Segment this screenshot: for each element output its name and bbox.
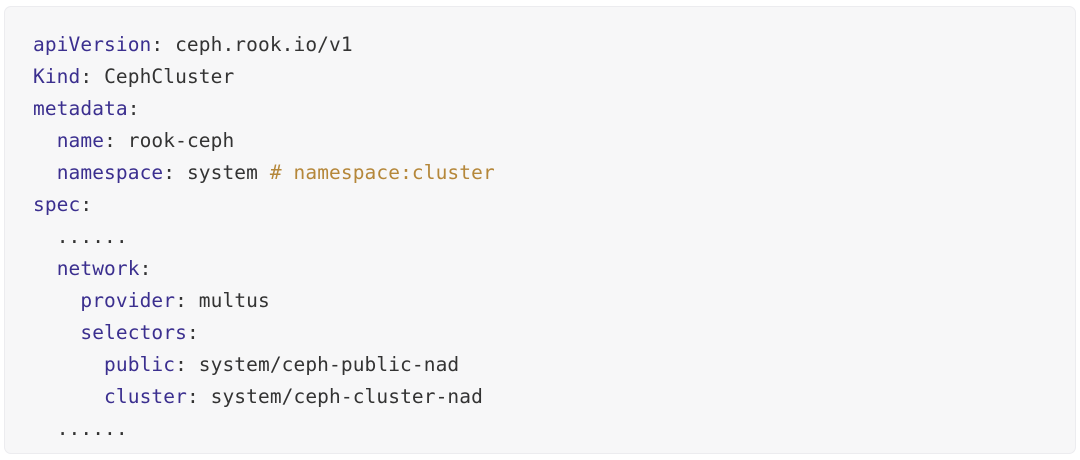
yaml-key: selectors: [80, 321, 187, 344]
code-line: Kind: CephCluster: [33, 61, 1075, 93]
yaml-key: metadata: [33, 97, 128, 120]
yaml-colon: :: [80, 65, 105, 88]
code-indent: [33, 385, 104, 408]
yaml-colon: :: [163, 161, 187, 184]
yaml-colon: :: [175, 289, 199, 312]
yaml-key: apiVersion: [33, 33, 152, 56]
code-indent: [33, 161, 57, 184]
yaml-colon: :: [127, 97, 140, 120]
code-indent: [33, 321, 80, 344]
code-indent: [33, 257, 57, 280]
yaml-key: Kind: [33, 65, 81, 88]
yaml-key: public: [104, 353, 176, 376]
yaml-key: namespace: [56, 161, 164, 184]
yaml-value: rook-ceph: [127, 129, 235, 152]
code-line: metadata:: [33, 93, 1075, 125]
code-indent: [33, 417, 57, 440]
code-line: namespace: system # namespace:cluster: [33, 157, 1075, 189]
code-indent: [33, 129, 57, 152]
yaml-key: cluster: [104, 385, 187, 408]
yaml-key: provider: [80, 289, 176, 312]
yaml-key: name: [56, 129, 105, 152]
code-indent: [33, 225, 57, 248]
yaml-key: network: [56, 257, 140, 280]
code-line: name: rook-ceph: [33, 125, 1075, 157]
code-indent: [33, 353, 104, 376]
yaml-colon: :: [175, 353, 199, 376]
yaml-colon: :: [139, 257, 152, 280]
yaml-comment: # namespace:cluster: [269, 161, 495, 184]
code-ellipsis: ......: [56, 225, 128, 248]
code-line: apiVersion: ceph.rook.io/v1: [33, 29, 1075, 61]
code-line: ......: [33, 413, 1075, 445]
yaml-value: multus: [198, 289, 270, 312]
yaml-value: CephCluster: [104, 65, 235, 88]
yaml-value: system: [186, 161, 270, 184]
code-line: cluster: system/ceph-cluster-nad: [33, 381, 1075, 413]
yaml-value: system/ceph-public-nad: [198, 353, 460, 376]
code-line: network:: [33, 253, 1075, 285]
code-ellipsis: ......: [56, 417, 128, 440]
code-line: public: system/ceph-public-nad: [33, 349, 1075, 381]
code-indent: [33, 289, 80, 312]
yaml-colon: :: [151, 33, 176, 56]
code-line: spec:: [33, 189, 1075, 221]
yaml-colon: :: [104, 129, 128, 152]
code-line: selectors:: [33, 317, 1075, 349]
yaml-colon: :: [186, 321, 199, 344]
yaml-colon: :: [186, 385, 211, 408]
code-line: provider: multus: [33, 285, 1075, 317]
yaml-value: system/ceph-cluster-nad: [210, 385, 483, 408]
yaml-value: ceph.rook.io/v1: [175, 33, 353, 56]
yaml-colon: :: [80, 193, 93, 216]
code-line: ......: [33, 221, 1075, 253]
yaml-key: spec: [33, 193, 81, 216]
